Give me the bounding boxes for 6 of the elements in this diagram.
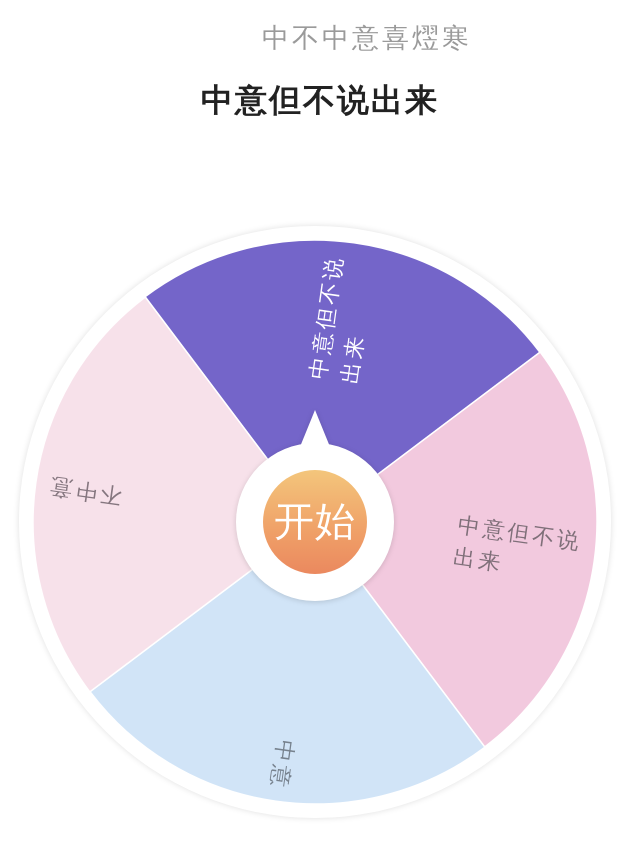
segment-label: 中意: [264, 738, 298, 792]
result-heading: 中意但不说出来: [201, 80, 439, 121]
question-text: 中不中意喜熤寒: [262, 22, 472, 56]
segment-label: 不中意: [45, 471, 124, 510]
segment-label: 中意但不说出来: [451, 512, 584, 578]
segment-label: 中意但不说出来: [305, 252, 370, 386]
